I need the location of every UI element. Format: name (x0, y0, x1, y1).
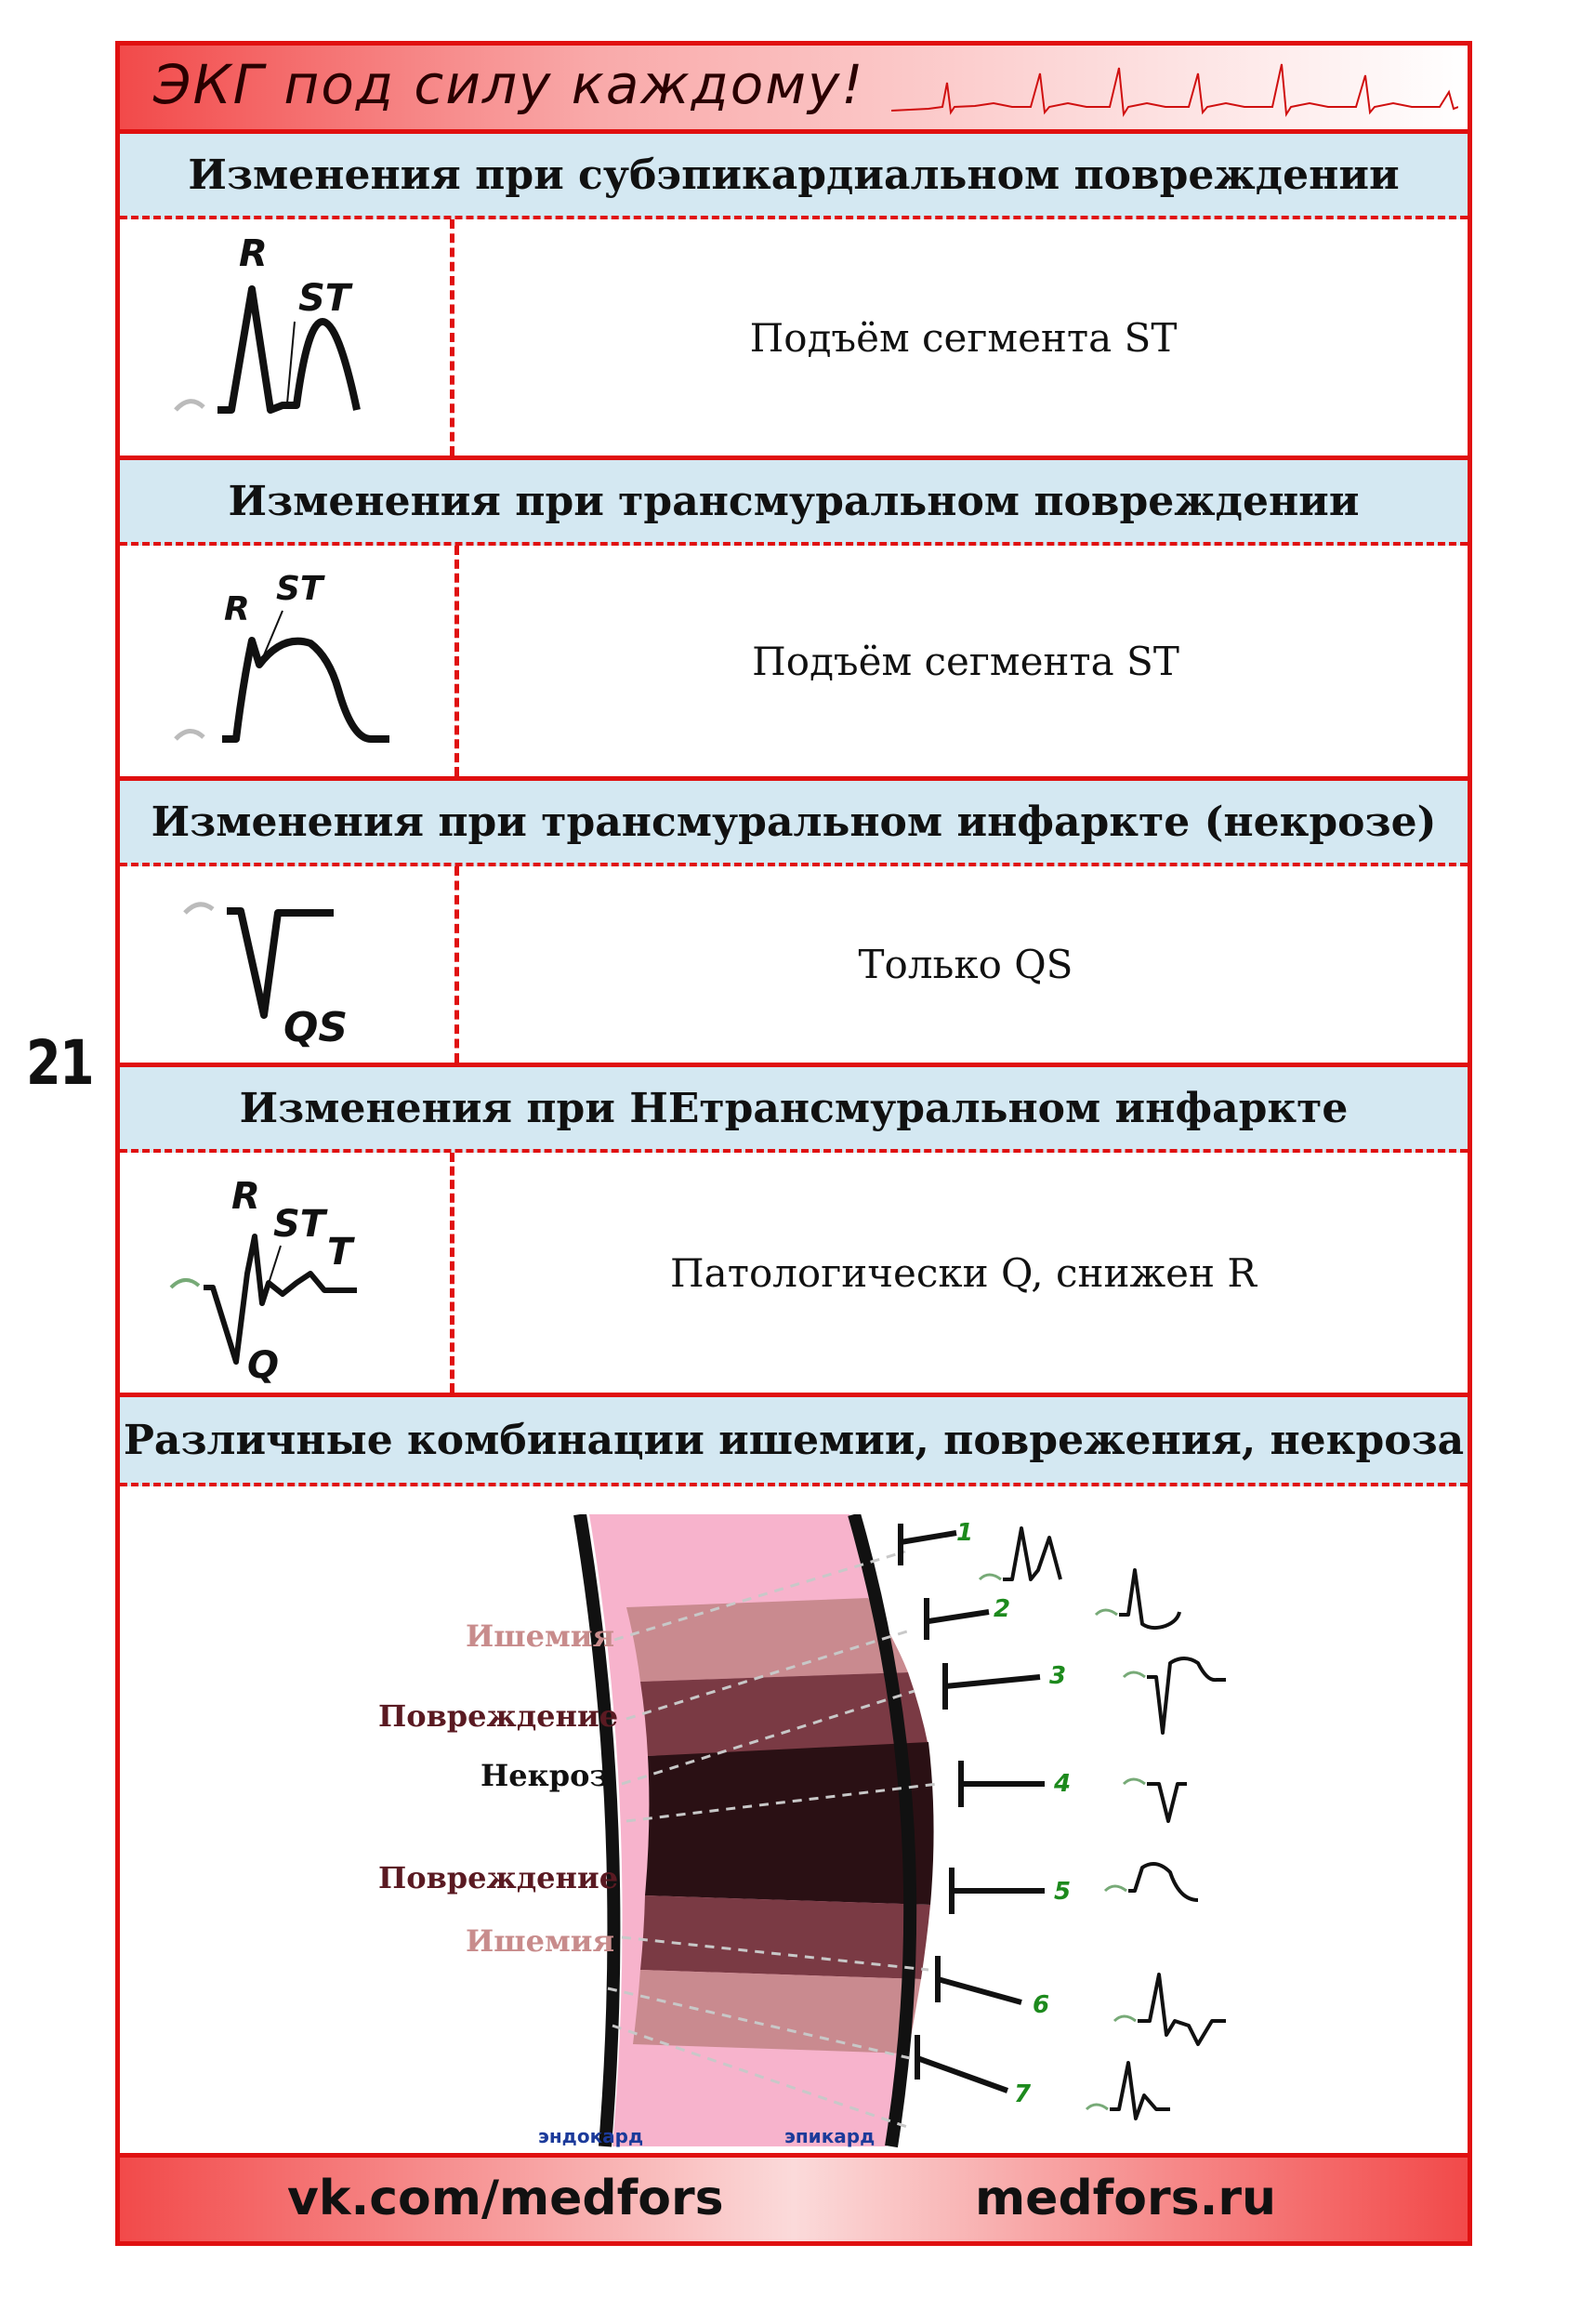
lead-number-6: 6 (1033, 1991, 1049, 2019)
card-footer: vk.com/medfors medfors.ru (120, 2153, 1468, 2241)
separator (120, 456, 1468, 460)
section-2-title: Изменения при трансмуральном повреждении (120, 460, 1468, 546)
ecg-label-q: Q (247, 1344, 279, 1385)
ecg-label-qs: QS (283, 1004, 348, 1051)
divider (450, 219, 454, 456)
ecg-transmural-injury-icon: R ST (174, 570, 389, 743)
combinations-diagram: 1 2 3 4 5 6 7 (120, 1514, 1468, 2156)
ecg-label-t: T (327, 1231, 355, 1274)
separator (120, 1393, 1468, 1397)
ecg-label-r: R (224, 590, 250, 628)
section-5-title: Различные комбинации ишемии, поврежения,… (120, 1397, 1468, 1486)
lead-number-3: 3 (1049, 1662, 1066, 1690)
epicardium-label: эпикард (784, 2125, 875, 2147)
section-1-row: R ST Подъём сегмента ST (120, 219, 1468, 456)
header-ecg-trace-icon (891, 63, 1458, 118)
section-4-title: Изменения при НЕтрансмуральном инфаркте (120, 1067, 1468, 1153)
ecg-label-st: ST (298, 277, 353, 320)
ecg-subepicardial-icon: R ST (174, 232, 361, 414)
separator (120, 776, 1468, 781)
lead-number-2: 2 (994, 1595, 1010, 1623)
ecg-nontransmural-infarct-icon: R ST T Q (169, 1175, 357, 1385)
zone-label-ischemia-bottom: Ишемия (466, 1923, 615, 1959)
divider (450, 1153, 454, 1393)
lead-number-4: 4 (1053, 1770, 1071, 1798)
section-2-row: R ST Подъём сегмента ST (120, 546, 1468, 776)
divider (454, 866, 459, 1063)
ecg-label-r: R (231, 1175, 260, 1218)
myocardial-wall-diagram: 1 2 3 4 5 6 7 (538, 1514, 1226, 2148)
section-1-title: Изменения при субэпикардиальном поврежде… (120, 134, 1468, 219)
page-number: 21 (26, 1027, 95, 1099)
ecg-label-r: R (239, 232, 268, 275)
separator (120, 1063, 1468, 1067)
zone-label-ischemia-top: Ишемия (466, 1618, 615, 1654)
ecg-label-st: ST (273, 1203, 328, 1246)
section-4-row: R ST T Q Патологически Q, снижен R (120, 1153, 1468, 1393)
lead-number-7: 7 (1014, 2080, 1032, 2108)
section-2-description: Подъём сегмента ST (752, 638, 1179, 684)
ecg-card: ЭКГ под силу каждому! Изменения при субэ… (115, 41, 1472, 2246)
card-header: ЭКГ под силу каждому! (120, 46, 1468, 134)
zone-label-necrosis: Некроз (481, 1758, 609, 1793)
lead-number-5: 5 (1054, 1878, 1071, 1906)
zone-label-injury-top: Повреждение (378, 1698, 619, 1734)
ecg-transmural-infarct-icon: QS (183, 902, 348, 1051)
card-title: ЭКГ под силу каждому! (153, 53, 865, 116)
ecg-label-st: ST (276, 570, 325, 608)
section-3-title: Изменения при трансмуральном инфаркте (н… (120, 781, 1468, 866)
section-1-description: Подъём сегмента ST (749, 314, 1178, 361)
section-3-row: QS Только QS (120, 866, 1468, 1063)
endocardium-label: эндокард (538, 2125, 643, 2147)
lead-number-1: 1 (956, 1519, 973, 1547)
footer-site-link[interactable]: medfors.ru (975, 2171, 1277, 2226)
section-4-description: Патологически Q, снижен R (670, 1249, 1257, 1296)
zone-label-injury-bottom: Повреждение (378, 1860, 619, 1895)
section-3-description: Только QS (858, 942, 1073, 987)
footer-vk-link[interactable]: vk.com/medfors (287, 2171, 724, 2226)
divider (454, 546, 459, 776)
